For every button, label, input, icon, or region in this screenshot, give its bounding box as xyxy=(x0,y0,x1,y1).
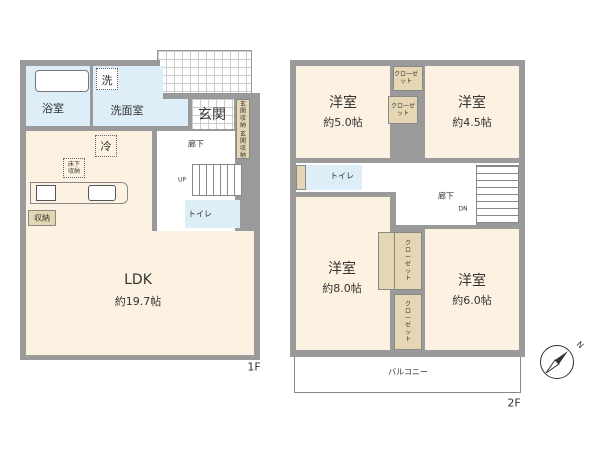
stove xyxy=(36,185,56,201)
bathtub xyxy=(35,70,89,92)
floor1-label: 1F xyxy=(247,360,261,374)
closet-3b xyxy=(394,232,422,290)
label-up: UP xyxy=(177,176,187,184)
label-entrance: 玄関 xyxy=(198,107,226,123)
room-b xyxy=(425,66,519,158)
stairs-1f xyxy=(192,164,242,196)
label-room-a: 洋室 xyxy=(329,95,357,111)
room-a xyxy=(296,66,390,158)
label-dn: DN xyxy=(458,205,468,213)
label-hallway-2f: 廊下 xyxy=(438,191,454,201)
label-room-d: 洋室 xyxy=(458,273,486,289)
label-balcony: バルコニー xyxy=(388,367,428,377)
toilet-1f xyxy=(185,200,240,228)
label-closet-2: クローゼット xyxy=(391,103,416,117)
sink xyxy=(88,185,116,201)
washer-space xyxy=(96,68,118,90)
storage-1f xyxy=(28,210,56,226)
label-fridge: 冷 xyxy=(100,140,112,153)
label-closet-3: クローゼット xyxy=(404,240,411,282)
label-closet-4: クローゼット xyxy=(404,301,411,343)
label-room-a-size: 約5.0帖 xyxy=(323,116,363,129)
balcony xyxy=(294,357,521,393)
label-hallway-1f: 廊下 xyxy=(188,139,204,149)
compass-north-label: N xyxy=(574,339,586,351)
floor2-label: 2F xyxy=(507,396,521,410)
toilet-tank xyxy=(296,165,306,190)
washroom-ext xyxy=(163,99,188,126)
entrance-storage xyxy=(236,99,250,159)
label-room-d-size: 約6.0帖 xyxy=(452,294,492,307)
label-room-c: 洋室 xyxy=(328,261,356,277)
label-storage: 収納 xyxy=(34,213,50,223)
label-closet-1: クローゼット xyxy=(394,71,419,85)
hallway-2f-ext xyxy=(396,163,476,225)
label-toilet-2f: トイレ xyxy=(330,171,354,181)
label-underfloor-storage: 床下収納 xyxy=(67,161,80,175)
label-washer: 洗 xyxy=(101,74,113,87)
closet-2 xyxy=(388,96,418,124)
label-room-b: 洋室 xyxy=(458,95,486,111)
stairs-2f xyxy=(476,165,519,223)
label-room-c-size: 約8.0帖 xyxy=(322,282,362,295)
label-ldk: LDK xyxy=(124,272,152,288)
label-entrance-storage-2: 玄関収納 xyxy=(239,131,246,159)
entrance-porch xyxy=(157,50,252,96)
underfloor-storage xyxy=(63,158,85,178)
ldk-room xyxy=(26,231,254,355)
fridge-space xyxy=(95,135,117,157)
label-room-b-size: 約4.5帖 xyxy=(452,116,492,129)
label-bath: 浴室 xyxy=(42,102,64,115)
entrance-room xyxy=(192,99,234,129)
room-c xyxy=(296,197,390,350)
room-d xyxy=(425,229,519,350)
toilet-2f xyxy=(306,165,362,190)
compass-icon xyxy=(540,345,574,379)
label-toilet-1f: トイレ xyxy=(188,209,212,219)
label-entrance-storage-1: 玄関収納 xyxy=(239,101,246,129)
label-ldk-size: 約19.7帖 xyxy=(114,295,162,308)
closet-1 xyxy=(393,66,423,91)
label-washroom: 洗面室 xyxy=(110,104,144,117)
closet-4 xyxy=(394,294,422,350)
